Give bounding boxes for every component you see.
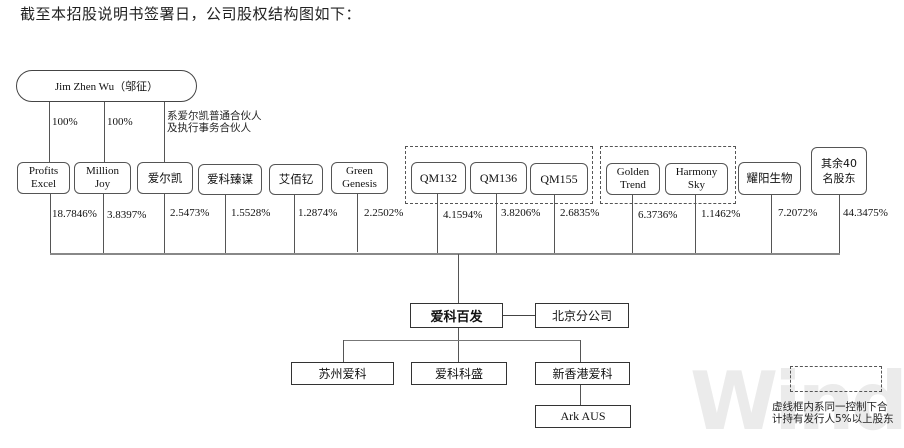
gp-note: 系爱尔凯普通合伙人 及执行事务合伙人 bbox=[167, 110, 262, 134]
control-group-box-2 bbox=[600, 146, 736, 204]
connector-line bbox=[554, 195, 555, 253]
subsidiary-node: 苏州爱科 bbox=[291, 362, 394, 385]
ownership-pct: 18.7846% bbox=[52, 208, 97, 220]
shareholder-node: Harmony Sky bbox=[665, 163, 728, 195]
shareholder-node: Profits Excel bbox=[17, 162, 70, 194]
connector-line bbox=[458, 328, 459, 362]
connector-line bbox=[104, 102, 105, 162]
connector-line bbox=[49, 102, 50, 162]
shareholder-node: 其余40 名股东 bbox=[811, 147, 867, 195]
ownership-pct: 44.3475% bbox=[843, 207, 888, 219]
ownership-pct: 2.5473% bbox=[170, 207, 210, 219]
legend-dashed-box bbox=[790, 366, 882, 392]
bus-line bbox=[50, 253, 840, 255]
shareholder-node: 爱科臻谋 bbox=[198, 164, 262, 195]
connector-line bbox=[632, 195, 633, 253]
ownership-pct: 4.1594% bbox=[443, 209, 483, 221]
ownership-pct: 2.2502% bbox=[364, 207, 404, 219]
ownership-pct: 1.5528% bbox=[231, 207, 271, 219]
connector-line bbox=[437, 194, 438, 253]
ownership-pct: 7.2072% bbox=[778, 207, 818, 219]
branch-node: 北京分公司 bbox=[535, 303, 629, 328]
connector-line bbox=[164, 102, 165, 162]
connector-line bbox=[839, 195, 840, 253]
connector-line bbox=[771, 195, 772, 253]
subsidiary-node: 爱科科盛 bbox=[411, 362, 507, 385]
connector-line bbox=[343, 340, 581, 341]
subsidiary-node: Ark AUS bbox=[535, 405, 631, 428]
company-node: 爱科百发 bbox=[410, 303, 503, 328]
connector-line bbox=[343, 340, 344, 362]
shareholder-node: QM132 bbox=[411, 162, 466, 194]
ownership-pct: 3.8397% bbox=[107, 209, 147, 221]
connector-line bbox=[225, 195, 226, 253]
ownership-pct: 2.6835% bbox=[560, 207, 600, 219]
connector-line bbox=[357, 194, 358, 252]
ownership-pct: 100% bbox=[52, 116, 78, 128]
subsidiary-node: 新香港爱科 bbox=[535, 362, 630, 385]
shareholder-node: QM155 bbox=[530, 163, 588, 195]
ownership-pct: 100% bbox=[107, 116, 133, 128]
shareholder-node: Golden Trend bbox=[606, 163, 660, 195]
shareholder-node: 耀阳生物 bbox=[738, 162, 801, 195]
control-group-box-1 bbox=[405, 146, 593, 204]
legend-text: 虚线框内系同一控制下合 计持有发行人5%以上股东 bbox=[772, 401, 894, 425]
connector-line bbox=[580, 385, 581, 405]
shareholder-node: Green Genesis bbox=[331, 162, 388, 194]
connector-line bbox=[695, 195, 696, 253]
connector-line bbox=[294, 195, 295, 253]
watermark: Wind bbox=[690, 355, 904, 448]
connector-line bbox=[164, 194, 165, 253]
ownership-pct: 3.8206% bbox=[501, 207, 541, 219]
ownership-pct: 1.2874% bbox=[298, 207, 338, 219]
shareholder-node: Million Joy bbox=[74, 162, 131, 194]
connector-line bbox=[458, 254, 459, 303]
ownership-pct: 1.1462% bbox=[701, 208, 741, 220]
intro-text: 截至本招股说明书签署日，公司股权结构图如下： bbox=[20, 5, 362, 23]
connector-line bbox=[496, 194, 497, 253]
shareholder-node: 艾佰钇 bbox=[269, 164, 323, 195]
connector-line bbox=[103, 194, 104, 253]
shareholder-node: QM136 bbox=[470, 162, 527, 194]
top-holder-name: Jim Zhen Wu（邬征） bbox=[54, 81, 159, 93]
ownership-pct: 6.3736% bbox=[638, 209, 678, 221]
connector-line bbox=[580, 340, 581, 362]
shareholder-node: 爱尔凯 bbox=[137, 162, 193, 194]
top-holder-node: Jim Zhen Wu（邬征） bbox=[16, 70, 197, 102]
connector-line bbox=[50, 194, 51, 253]
connector-line bbox=[503, 315, 535, 316]
